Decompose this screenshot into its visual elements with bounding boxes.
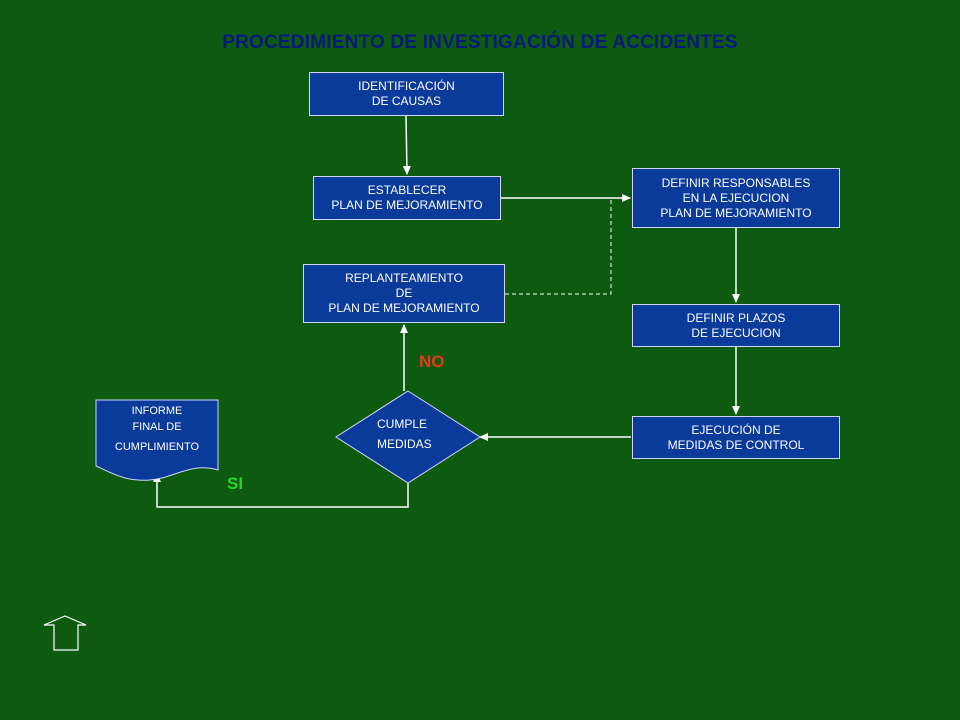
document-text: INFORME FINAL DE CUMPLIMIENTO bbox=[114, 405, 200, 453]
decision-text: CUMPLE MEDIDAS bbox=[377, 417, 432, 451]
label-si: SI bbox=[227, 474, 244, 493]
dashed-replanteamiento-link bbox=[505, 198, 612, 295]
box-definir-responsables: DEFINIR RESPONSABLES EN LA EJECUCION PLA… bbox=[632, 168, 840, 228]
arrow-identificacion-establecer bbox=[402, 115, 411, 175]
box-establecer-plan: ESTABLECER PLAN DE MEJORAMIENTO bbox=[313, 176, 501, 220]
box-ejecucion-medidas: EJECUCIÓN DE MEDIDAS DE CONTROL bbox=[632, 416, 840, 459]
box-definir-plazos: DEFINIR PLAZOS DE EJECUCION bbox=[632, 304, 840, 347]
arrow-decision-informe bbox=[153, 473, 409, 508]
home-button[interactable] bbox=[40, 612, 90, 654]
decision-diamond bbox=[335, 390, 481, 484]
document-shape bbox=[95, 399, 219, 481]
box-replanteamiento: REPLANTEAMIENTO DE PLAN DE MEJORAMIENTO bbox=[303, 264, 505, 323]
page-title: PROCEDIMIENTO DE INVESTIGACIÓN DE ACCIDE… bbox=[222, 32, 738, 53]
box-identificacion-causas: IDENTIFICACIÓN DE CAUSAS bbox=[309, 72, 504, 116]
home-arrow-icon bbox=[43, 615, 87, 651]
label-no: NO bbox=[419, 352, 445, 371]
